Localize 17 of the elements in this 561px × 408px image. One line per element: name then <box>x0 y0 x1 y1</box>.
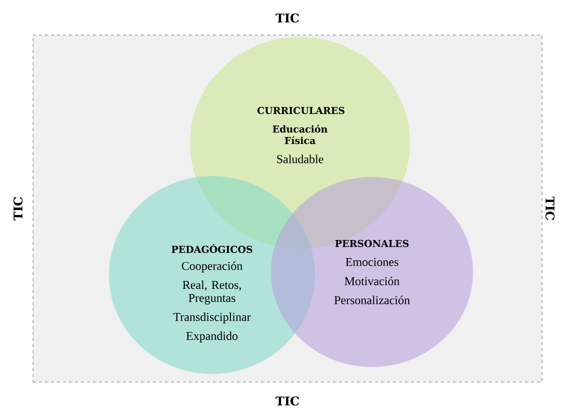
side-label: TIC <box>13 197 23 220</box>
circle-item: Saludable <box>277 154 324 164</box>
circle-item: Expandido <box>186 332 238 342</box>
circle-item: Real, Retos, Preguntas <box>182 280 241 304</box>
side-label: TIC <box>545 196 555 220</box>
circle-heading: Educación Física <box>272 124 328 144</box>
circle-item: Cooperación <box>182 262 242 272</box>
circle-heading: PERSONALES <box>335 240 409 248</box>
side-label: TIC <box>276 396 299 406</box>
circle-item: Transdisciplinar <box>173 312 251 324</box>
circle-item: Motivación <box>344 276 400 286</box>
side-label: TIC <box>276 13 299 23</box>
circle-heading: PEDAGÓGICOS <box>172 244 252 253</box>
venn-circle <box>271 177 473 367</box>
circle-item: Emociones <box>346 258 398 266</box>
circle-heading: CURRICULARES <box>257 106 344 114</box>
circle-item: Personalización <box>334 296 410 304</box>
